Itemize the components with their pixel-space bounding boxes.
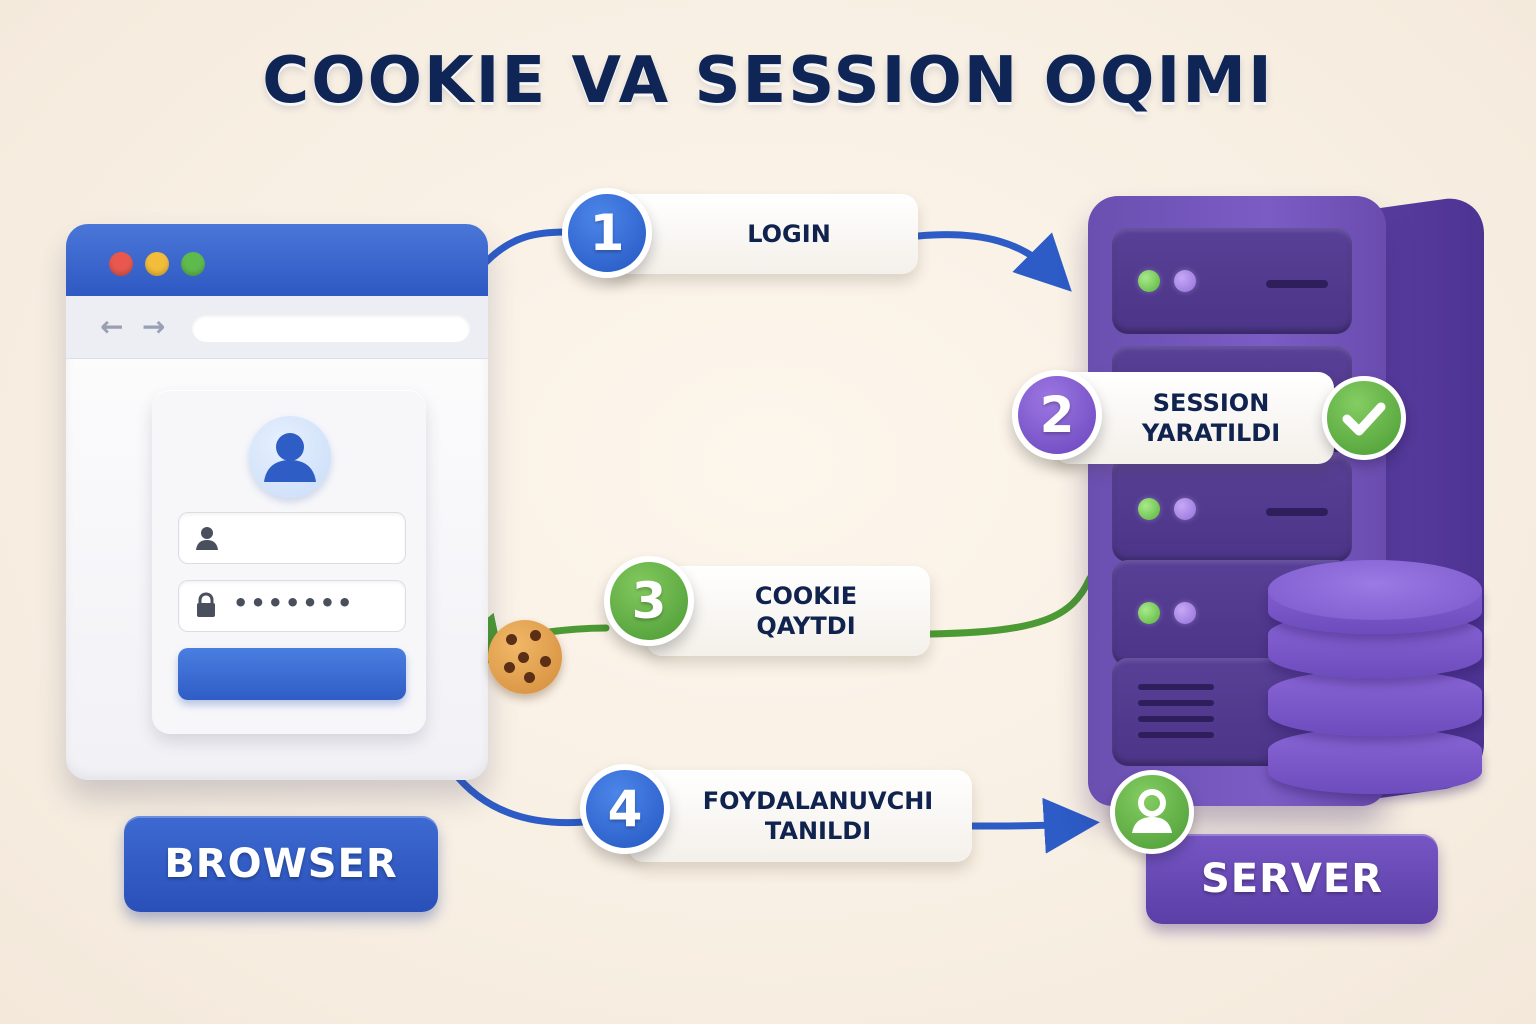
step-4-text-line2: TANILDI [764, 817, 872, 845]
database-icon [1268, 560, 1482, 800]
browser-tag: BROWSER [124, 816, 438, 912]
user-avatar-icon [249, 416, 331, 498]
arrow-recognized-right [968, 797, 1100, 854]
window-minimize-dot [145, 252, 169, 276]
arrow-recognized-left [448, 766, 588, 827]
browser-window: ← → ••••••• [66, 224, 488, 780]
database-layer [1268, 670, 1482, 736]
lock-icon [197, 592, 215, 617]
step-3-label: COOKIE QAYTDI [646, 566, 930, 656]
login-form-card: ••••••• [152, 390, 426, 734]
step-2-label: SESSION YARATILDI [1054, 372, 1334, 464]
step-2-text-line1: SESSION [1152, 389, 1270, 417]
database-top [1268, 560, 1482, 620]
browser-title-bar [66, 224, 488, 296]
server-led-green [1138, 498, 1160, 520]
arrow-cookie-right [926, 574, 1094, 638]
arrow-login-left [482, 228, 570, 266]
step-2-badge: 2 [1012, 370, 1102, 460]
step-1-badge: 1 [562, 188, 652, 278]
step-3-badge: 3 [604, 556, 694, 646]
server-led-green [1138, 270, 1160, 292]
server-led-purple [1174, 602, 1196, 624]
arrow-login-right [914, 231, 1072, 292]
server-slot-bar [1266, 280, 1328, 288]
step-1-text: LOGIN [747, 220, 831, 248]
step-4-text-line1: FOYDALANUVCHI [702, 787, 934, 815]
step-2-text-line2: YARATILDI [1141, 419, 1281, 447]
step-1-label: LOGIN [606, 194, 918, 274]
username-field [178, 512, 406, 564]
arrow-right-icon: → [142, 310, 166, 343]
step-3-text-line1: COOKIE [754, 582, 858, 610]
server-slot-bar [1266, 508, 1328, 516]
cookie-icon [488, 620, 562, 694]
window-maximize-dot [181, 252, 205, 276]
diagram-title: COOKIE VA SESSION OQIMI [262, 44, 1274, 118]
password-mask: ••••••• [233, 589, 355, 617]
window-close-dot [109, 252, 133, 276]
arrow-left-icon: ← [100, 310, 124, 343]
step-3-text-line2: QAYTDI [756, 612, 856, 640]
checkmark-icon [1322, 376, 1406, 460]
login-submit-button [178, 648, 406, 700]
address-bar [192, 314, 470, 342]
password-field: ••••••• [178, 580, 406, 632]
server-led-purple [1174, 498, 1196, 520]
server-led-purple [1174, 270, 1196, 292]
server-slot [1112, 228, 1352, 334]
user-icon [196, 527, 218, 550]
server-slot [1112, 456, 1352, 562]
server-tag: SERVER [1146, 834, 1438, 924]
vent-line [1138, 684, 1214, 690]
vent-line [1138, 700, 1214, 706]
server-led-green [1138, 602, 1160, 624]
browser-nav-row: ← → [66, 296, 488, 359]
user-verified-icon [1110, 770, 1194, 854]
database-layer [1268, 728, 1482, 794]
step-4-label: FOYDALANUVCHI TANILDI [628, 770, 972, 862]
vent-line [1138, 732, 1214, 738]
step-4-badge: 4 [580, 764, 670, 854]
vent-line [1138, 716, 1214, 722]
